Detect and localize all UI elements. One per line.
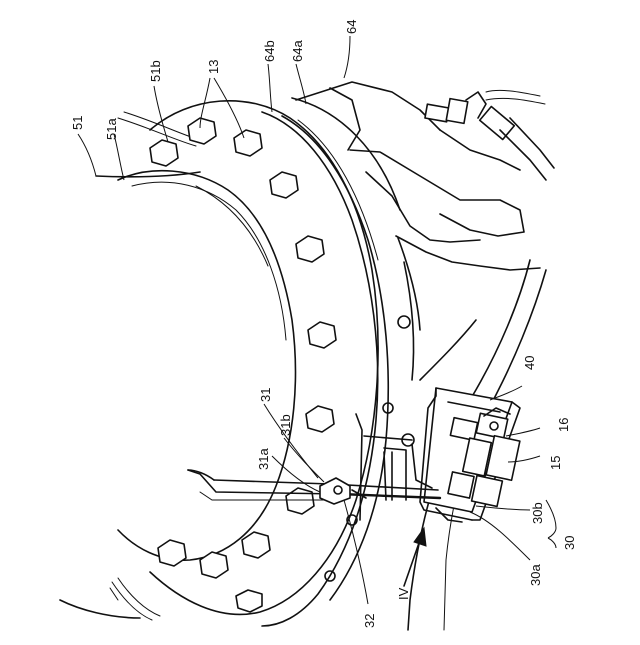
label-31: 31 xyxy=(258,388,273,402)
label-30: 30 xyxy=(562,536,577,550)
label-51a: 51a xyxy=(104,118,119,140)
label-15: 15 xyxy=(548,456,563,470)
label-51b: 51b xyxy=(148,60,163,82)
label-30a: 30a xyxy=(528,564,543,586)
label-64a: 64a xyxy=(290,40,305,62)
label-64: 64 xyxy=(344,20,359,34)
view-arrow-iv xyxy=(404,528,426,586)
label-40: 40 xyxy=(522,356,537,370)
label-31a: 31a xyxy=(256,448,271,470)
bolt-group-13 xyxy=(150,118,336,612)
label-iv: IV xyxy=(396,587,411,600)
label-30b: 30b xyxy=(530,502,545,524)
label-51: 51 xyxy=(70,116,85,130)
label-64b: 64b xyxy=(262,40,277,62)
label-31b: 31b xyxy=(278,414,293,436)
label-16: 16 xyxy=(556,418,571,432)
label-13: 13 xyxy=(206,60,221,74)
flange-51b xyxy=(118,98,410,626)
label-32: 32 xyxy=(362,614,377,628)
